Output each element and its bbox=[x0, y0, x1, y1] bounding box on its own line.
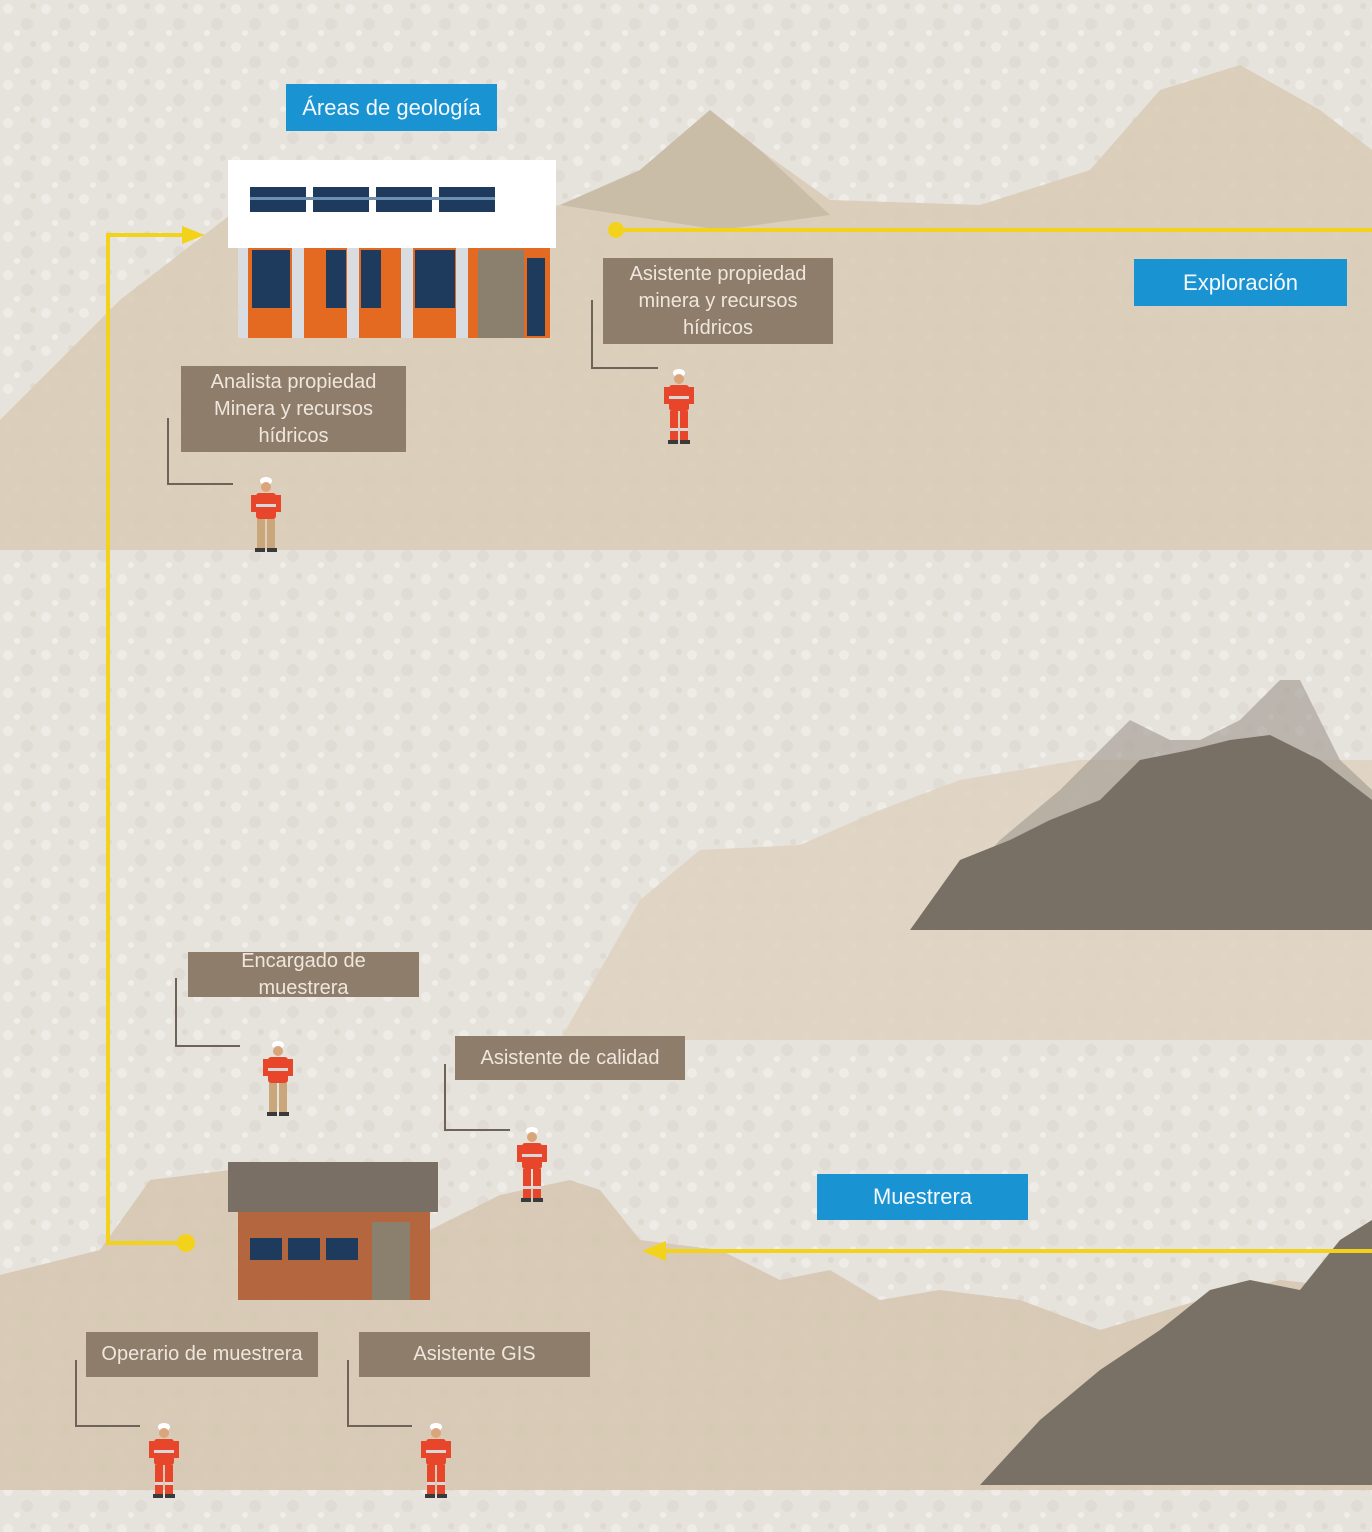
flow-lines bbox=[106, 228, 1372, 1253]
role-label-operario-muestrera: Operario de muestrera bbox=[86, 1332, 318, 1377]
role-label-asistente-propiedad: Asistente propiedad minera y recursos hí… bbox=[603, 258, 833, 344]
role-line: hídricos bbox=[682, 316, 754, 339]
leader-lines bbox=[75, 300, 658, 1427]
geology-building bbox=[228, 160, 556, 338]
lower-mountain-dark bbox=[980, 1220, 1372, 1485]
area-label-geologia: Áreas de geología bbox=[286, 84, 497, 131]
role-label-analista-propiedad: Analista propiedad Minera y recursos híd… bbox=[181, 366, 406, 452]
area-label-exploracion: Exploración bbox=[1134, 259, 1347, 306]
role-line: Asistente propiedad bbox=[629, 262, 807, 285]
role-label-asistente-gis: Asistente GIS bbox=[359, 1332, 590, 1377]
role-label-encargado-muestrera: Encargado de muestrera bbox=[188, 950, 419, 999]
role-line: Minera y recursos bbox=[214, 397, 373, 420]
sampling-hut bbox=[228, 1162, 438, 1300]
flow-markers bbox=[177, 222, 666, 1261]
middle-mountains-dark bbox=[910, 735, 1372, 930]
role-label-asistente-calidad: Asistente de calidad bbox=[455, 1036, 685, 1080]
role-line: Analista propiedad bbox=[210, 370, 377, 393]
upper-distant-peaks bbox=[560, 110, 830, 230]
role-line: hídricos bbox=[258, 424, 329, 447]
area-label-muestrera: Muestrera bbox=[817, 1174, 1028, 1220]
role-line: minera y recursos bbox=[638, 289, 798, 312]
